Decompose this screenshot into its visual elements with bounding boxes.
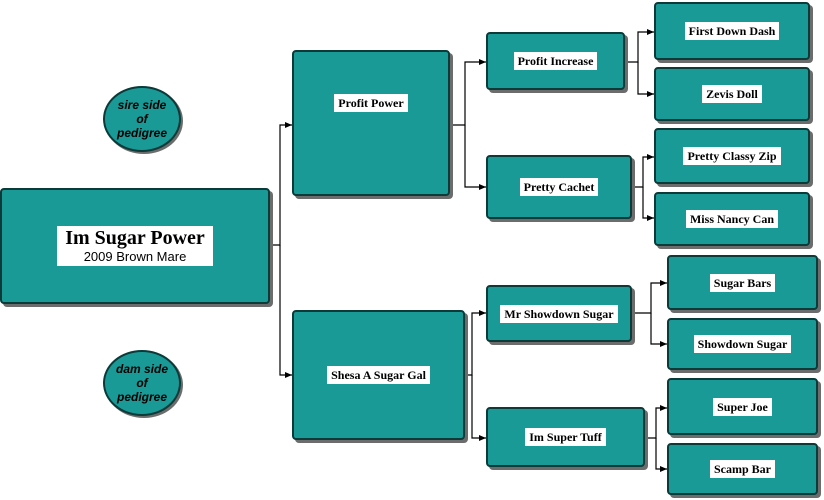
connector-shesa-dam [471, 375, 486, 441]
dam-dam-dam-name: Scamp Bar [710, 460, 775, 478]
sire-name: Profit Power [334, 94, 408, 112]
connector-profitincrease-sire [625, 29, 654, 63]
connector-imsupertuff-dam [655, 438, 667, 472]
dam-dam-sire-box[interactable]: Super Joe [667, 378, 818, 435]
sire-dam-name: Pretty Cachet [519, 178, 599, 196]
connector-profitpower-sire [450, 59, 486, 126]
sire-sire-dam-name: Zevis Doll [702, 85, 762, 103]
dam-dam-sire-name: Super Joe [713, 397, 772, 416]
sire-dam-sire-box[interactable]: Pretty Classy Zip [654, 128, 810, 184]
connector-imsupertuff-sire [645, 405, 667, 439]
dam-sire-name: Mr Showdown Sugar [500, 304, 618, 323]
dam-box[interactable]: Shesa A Sugar Gal [292, 310, 465, 440]
sire-dam-dam-box[interactable]: Miss Nancy Can [654, 192, 810, 246]
sire-dam-box[interactable]: Pretty Cachet [486, 155, 632, 219]
connector-profitpower-dam [464, 125, 486, 190]
sire-dam-dam-name: Miss Nancy Can [685, 210, 778, 228]
subject-horse-box[interactable]: Im Sugar Power 2009 Brown Mare [0, 188, 270, 304]
connector-root-sire [270, 122, 292, 246]
sire-box[interactable]: Profit Power [292, 50, 450, 196]
connector-mrshowdown-dam [650, 313, 667, 347]
subject-horse-subtitle: 2009 Brown Mare [83, 249, 187, 264]
subject-horse-name: Im Sugar Power [65, 227, 205, 249]
connector-root-dam [279, 245, 292, 378]
sire-side-oval: sire side of pedigree [103, 86, 181, 152]
sire-sire-dam-box[interactable]: Zevis Doll [654, 67, 810, 121]
dam-sire-sire-name: Sugar Bars [709, 273, 776, 292]
dam-sire-dam-name: Showdown Sugar [693, 335, 792, 353]
connector-prettycachet-dam [642, 187, 654, 221]
connector-profitincrease-dam [637, 62, 654, 97]
sire-sire-box[interactable]: Profit Increase [486, 32, 625, 90]
dam-dam-box[interactable]: Im Super Tuff [486, 407, 645, 467]
dam-side-oval: dam side of pedigree [103, 350, 181, 416]
dam-name: Shesa A Sugar Gal [327, 366, 430, 384]
sire-sire-name: Profit Increase [513, 52, 598, 70]
dam-side-label: dam side of pedigree [115, 362, 169, 404]
sire-dam-sire-name: Pretty Classy Zip [683, 147, 781, 165]
dam-sire-dam-box[interactable]: Showdown Sugar [667, 318, 818, 370]
connector-shesa-sire [465, 310, 486, 376]
subject-horse-label: Im Sugar Power 2009 Brown Mare [57, 226, 213, 266]
sire-sire-sire-box[interactable]: First Down Dash [654, 2, 810, 60]
sire-side-label: sire side of pedigree [116, 98, 167, 140]
dam-dam-name: Im Super Tuff [525, 428, 606, 446]
dam-sire-box[interactable]: Mr Showdown Sugar [486, 285, 632, 342]
dam-sire-sire-box[interactable]: Sugar Bars [667, 255, 818, 310]
sire-sire-sire-name: First Down Dash [684, 22, 780, 40]
connector-prettycachet-sire [632, 154, 654, 188]
connector-mrshowdown-sire [632, 280, 667, 314]
dam-dam-dam-box[interactable]: Scamp Bar [667, 443, 818, 495]
